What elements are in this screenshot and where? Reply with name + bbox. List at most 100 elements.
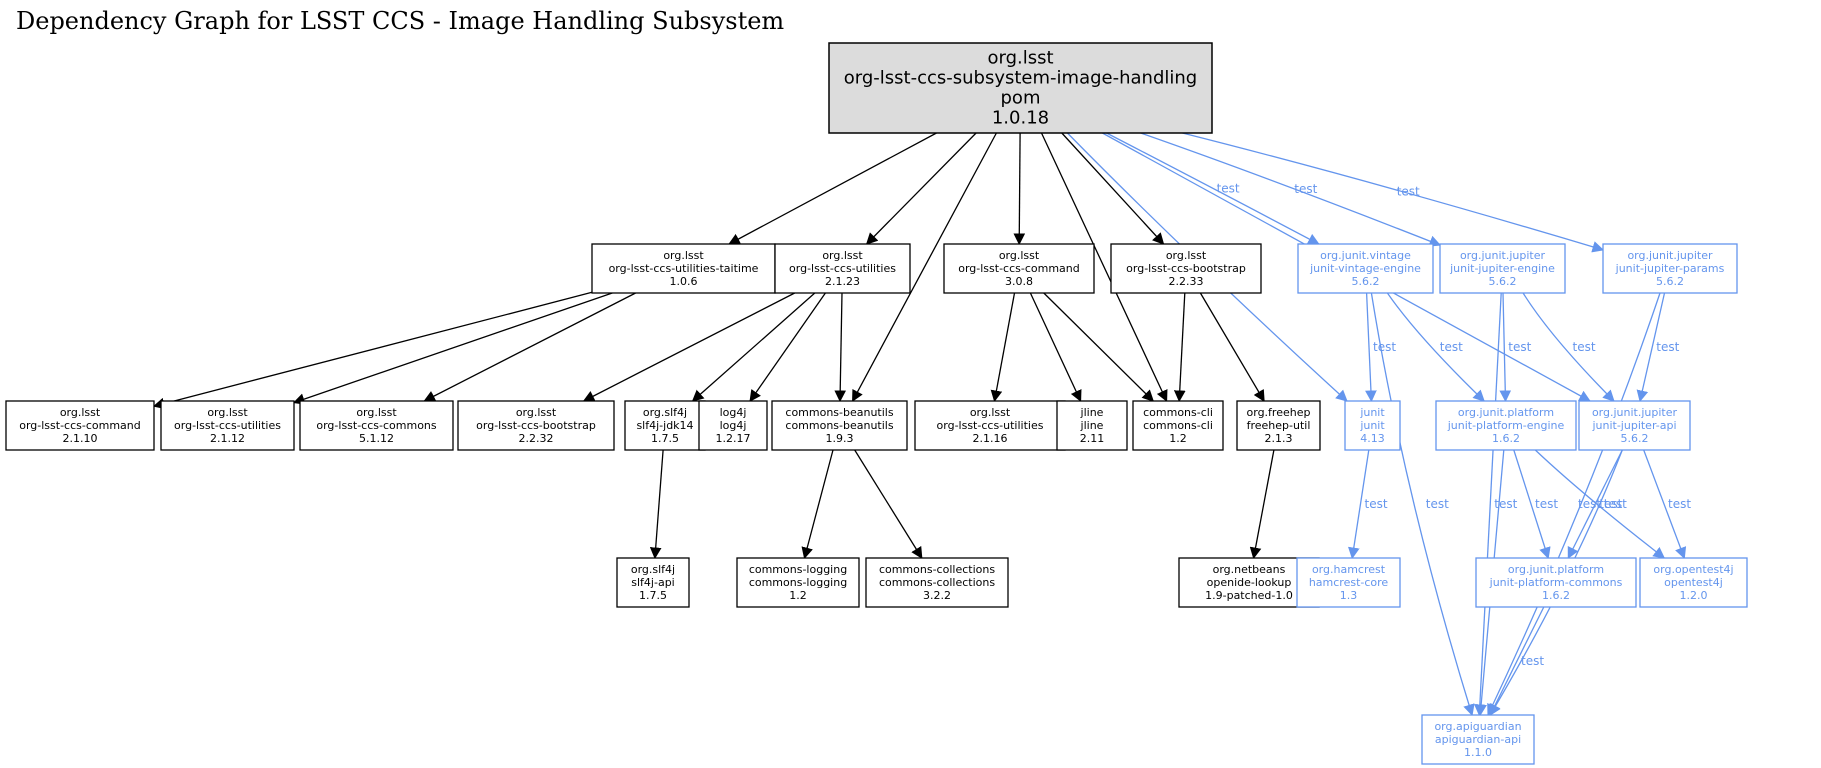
node-label-line: org.opentest4j — [1653, 563, 1733, 576]
node-label-line: opentest4j — [1664, 576, 1723, 589]
node-label-line: 5.6.2 — [1352, 275, 1380, 288]
node-label-line: org.junit.jupiter — [1627, 249, 1713, 262]
node-label-line: 1.2 — [1169, 432, 1187, 445]
edge-root-to-jupiter_engine — [1140, 132, 1442, 247]
node-box — [1178, 557, 1320, 608]
node-label-line: 5.1.12 — [359, 432, 394, 445]
node-box — [1296, 557, 1401, 608]
node-box — [943, 243, 1095, 294]
node-label-line: 3.2.2 — [923, 589, 951, 602]
edge-beanutils-to-collections — [854, 449, 923, 559]
node-box — [457, 400, 615, 451]
node-label-line: 2.1.12 — [210, 432, 245, 445]
node-label-line: 1.0.6 — [670, 275, 698, 288]
node-label-line: org.lsst — [207, 406, 248, 419]
node-label-line: 2.1.10 — [63, 432, 98, 445]
node-box — [1110, 243, 1262, 294]
node-label-line: 1.1.0 — [1464, 746, 1492, 759]
edge-taitime-to-utilities_old — [292, 292, 613, 405]
edge-command-to-utilities_216 — [990, 292, 1016, 403]
node-label-line: org.slf4j — [643, 406, 687, 419]
node-label-line: org.lsst — [516, 406, 557, 419]
node-root: org.lsstorg-lsst-ccs-subsystem-image-han… — [828, 42, 1213, 134]
edge-vintage-to-platform_engine — [1386, 292, 1485, 402]
node-label-line: org-lsst-ccs-command — [19, 419, 141, 432]
node-label-line: org-lsst-ccs-bootstrap — [476, 419, 596, 432]
node-label-line: hamcrest-core — [1309, 576, 1389, 589]
node-label-line: 2.1.3 — [1265, 432, 1293, 445]
edge-label: test — [1668, 497, 1691, 511]
node-openide: org.netbeansopenide-lookup1.9-patched-1.… — [1178, 557, 1320, 608]
edge-command-to-commons_cli — [1043, 292, 1155, 402]
node-label-line: 1.6.2 — [1492, 432, 1520, 445]
node-taitime: org.lsstorg-lsst-ccs-utilities-taitime1.… — [591, 243, 776, 294]
node-jupiter_engine: org.junit.jupiterjunit-jupiter-engine5.6… — [1439, 243, 1566, 294]
edge-label: test — [1494, 497, 1517, 511]
node-box — [616, 557, 690, 608]
node-box — [736, 557, 860, 608]
edge-freehep-to-openide — [1249, 449, 1275, 560]
node-box — [1421, 714, 1535, 765]
node-label-line: org.lsst — [987, 48, 1053, 69]
node-box — [160, 400, 295, 451]
edge-bootstrap-to-commons_cli — [1173, 292, 1186, 403]
edge-bootstrap-to-freehep — [1199, 292, 1265, 403]
node-label-line: 1.7.5 — [639, 589, 667, 602]
node-label-line: 1.6.2 — [1542, 589, 1570, 602]
edge-taitime-to-command_old — [152, 291, 593, 410]
node-label-line: log4j — [720, 406, 747, 419]
node-box — [1435, 400, 1577, 451]
node-box — [774, 243, 911, 294]
node-label-line: 1.0.18 — [992, 108, 1049, 129]
node-label-line: commons-cli — [1143, 406, 1213, 419]
node-label-line: junit-jupiter-engine — [1449, 262, 1555, 275]
edge-taitime-to-commons — [423, 292, 636, 402]
node-label-line: slf4j-api — [631, 576, 674, 589]
node-label-line: 1.2 — [789, 589, 807, 602]
edge-root-to-taitime — [728, 132, 937, 245]
node-label-line: org.lsst — [999, 249, 1040, 262]
node-label-line: commons-collections — [879, 563, 995, 576]
edge-label: test — [1508, 340, 1531, 354]
edge-utilities-to-slf4j_jdk14 — [691, 292, 816, 402]
node-label-line: org-lsst-ccs-utilities — [789, 262, 896, 275]
edge-label: test — [1656, 340, 1679, 354]
node-label-line: org.lsst — [356, 406, 397, 419]
edge-label: test — [1573, 340, 1596, 354]
node-label-line: org.lsst — [663, 249, 704, 262]
node-label-line: org.junit.vintage — [1320, 249, 1411, 262]
node-label-line: log4j — [720, 419, 747, 432]
node-label-line: org.junit.platform — [1458, 406, 1554, 419]
node-label-line: org.lsst — [60, 406, 101, 419]
edge-jupiter_engine-to-jupiter_api — [1522, 292, 1615, 402]
node-label-line: 1.7.5 — [651, 432, 679, 445]
edge-jupiter_api-to-opentest4j — [1643, 449, 1687, 560]
node-label-line: junit-vintage-engine — [1309, 262, 1421, 275]
node-label-line: commons-collections — [879, 576, 995, 589]
node-label-line: org-lsst-ccs-utilities-taitime — [609, 262, 759, 275]
edge-label: test — [1521, 654, 1544, 668]
edge-root-to-commons_cli — [1040, 132, 1168, 403]
node-vintage: org.junit.vintagejunit-vintage-engine5.6… — [1297, 243, 1434, 294]
edge-root-to-vintage — [1106, 132, 1320, 245]
node-box — [865, 557, 1009, 608]
node-box — [1602, 243, 1738, 294]
node-label-line: 1.2.0 — [1680, 589, 1708, 602]
edge-platform_commons-to-apiguardian — [1489, 606, 1545, 717]
edge-slf4j_jdk14-to-slf4j_api — [649, 449, 664, 560]
node-label-line: 5.6.2 — [1621, 432, 1649, 445]
node-box — [828, 42, 1213, 134]
node-label-line: org.junit.jupiter — [1460, 249, 1546, 262]
edge-label: test — [1397, 184, 1420, 198]
node-label-line: org.junit.platform — [1508, 563, 1604, 576]
